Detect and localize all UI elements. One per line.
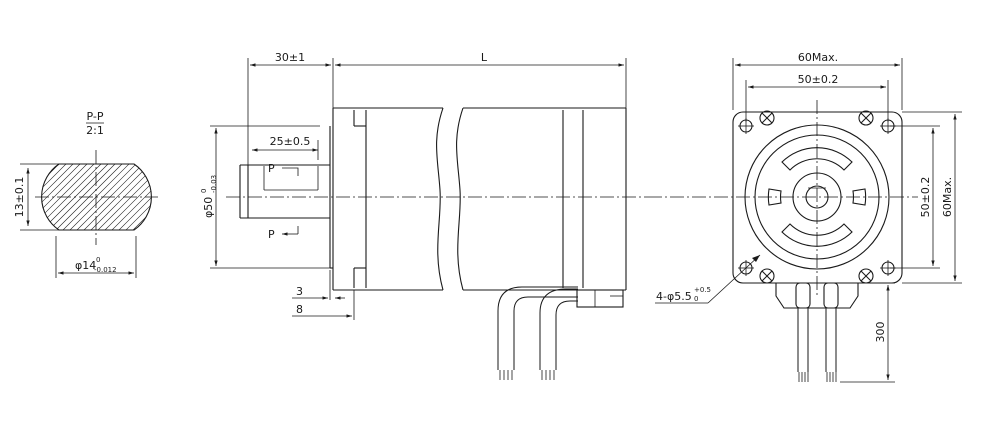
hatch-line — [52, 164, 144, 230]
cable-outlet — [775, 283, 859, 309]
hatch-line — [136, 164, 152, 230]
pilot-diameter-upper: 0 — [200, 189, 208, 193]
screw-br — [858, 268, 874, 284]
pilot-diameter: φ50 — [202, 197, 215, 218]
break-line-right — [456, 107, 464, 291]
slot-right — [852, 188, 867, 206]
hatch-line — [41, 164, 116, 230]
pilot-diameter-lower: -0.03 — [210, 175, 218, 193]
slot-bottom — [781, 223, 853, 247]
hatch-line — [41, 164, 95, 230]
section-diameter-upper: 0 — [96, 256, 100, 264]
hatch-line — [94, 164, 152, 230]
bolt-spacing-h-dim: 50±0.2 — [798, 73, 839, 86]
holes-leader — [707, 254, 761, 304]
section-title: P-P — [87, 110, 104, 123]
shaft-section-outline — [41, 163, 152, 231]
slot-top — [781, 147, 853, 171]
shaft-length-dim: 30±1 — [275, 51, 305, 64]
holes-callout-lower: 0 — [694, 295, 698, 303]
section-diameter: φ14 — [75, 259, 96, 272]
key-length-dim: 25±0.5 — [270, 135, 311, 148]
break-line-left — [436, 107, 444, 291]
hatch-line — [41, 164, 109, 230]
screw-tl — [759, 110, 775, 126]
flange-dim-a: 3 — [296, 285, 303, 298]
hatch-line — [143, 164, 152, 230]
screw-tr — [858, 110, 874, 126]
height-max-dim: 60Max. — [941, 177, 954, 217]
hatch-line — [41, 164, 130, 230]
slot-left — [767, 188, 782, 206]
hatch-line — [101, 164, 152, 230]
hatch-line — [122, 164, 152, 230]
motor-flange — [732, 111, 903, 284]
side-view: 30±1 L 25±0.5 P P φ50 0 -0.03 — [200, 51, 648, 380]
hatch-line — [87, 164, 152, 230]
hatch-line — [129, 164, 152, 230]
flange-dim-b: 8 — [296, 303, 303, 316]
screw-bl — [759, 268, 775, 284]
cable-gland — [576, 289, 624, 308]
section-height-dim: 13±0.1 — [13, 177, 26, 218]
holes-callout-upper: +0.5 — [694, 286, 711, 294]
section-mark-bottom: P — [268, 228, 275, 241]
hatch-line — [115, 164, 152, 230]
wire-ends-left — [499, 370, 555, 380]
hatch-line — [41, 164, 102, 230]
section-scale: 2:1 — [86, 124, 104, 137]
hatch-line — [108, 164, 152, 230]
hatch-line — [41, 164, 81, 230]
cable-length-dim: 300 — [874, 322, 887, 343]
holes-callout: 4-φ5.5 — [656, 290, 692, 303]
section-diameter-lower: -0.012 — [94, 266, 117, 274]
section-mark-top: P — [268, 162, 275, 175]
width-max-dim: 60Max. — [798, 51, 838, 64]
section-view: P-P 2:1 13±0.1 φ14 0 -0.012 — [13, 110, 158, 278]
front-view: 60Max. 50±0.2 60Max. 50±0.2 — [648, 51, 962, 383]
bolt-spacing-v-dim: 50±0.2 — [919, 177, 932, 218]
hatch-line — [45, 164, 137, 230]
body-length-dim: L — [481, 51, 488, 64]
wire-ends-right — [798, 372, 837, 382]
hatch-line — [150, 164, 152, 230]
